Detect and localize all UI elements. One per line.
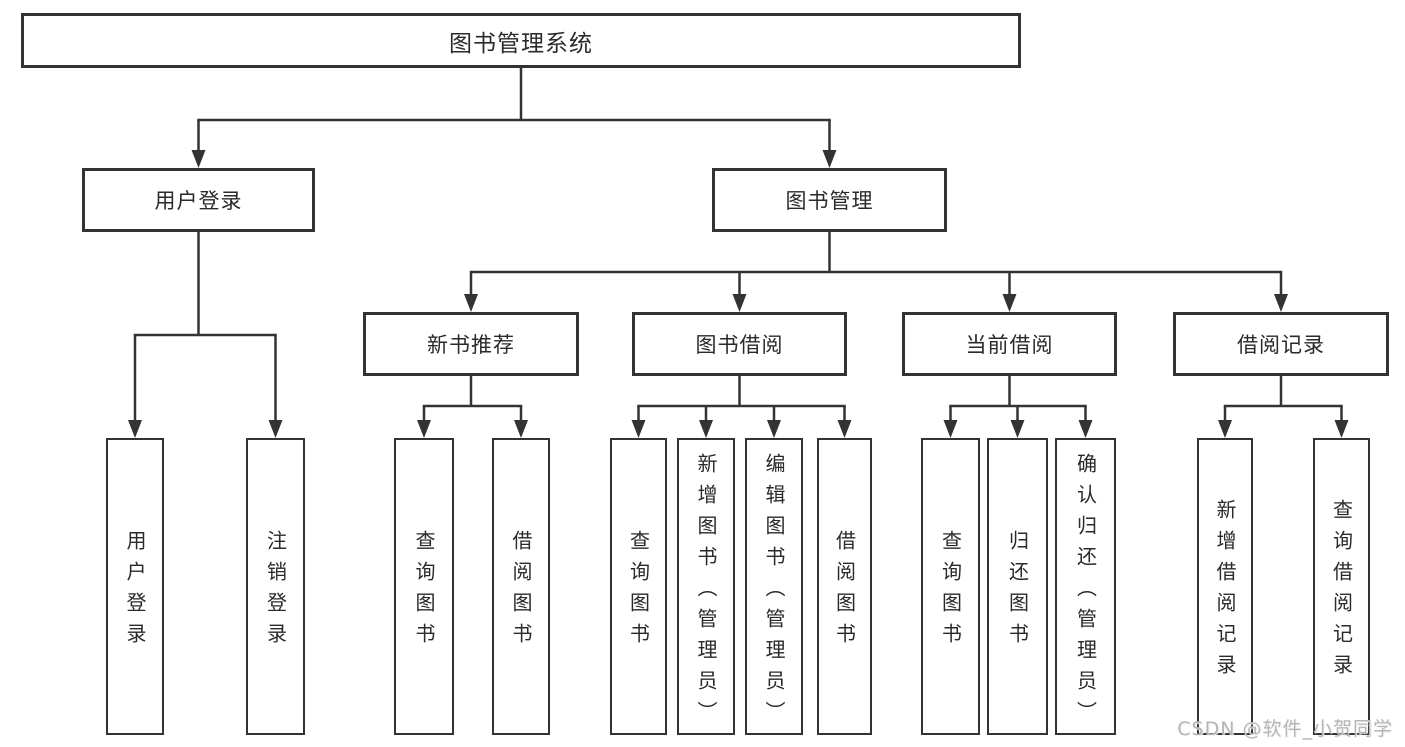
node-leaf-user-login-label: 用户登录 (123, 530, 147, 654)
node-borrowing-records: 借阅记录 (1173, 312, 1389, 376)
node-leaf-return-books: 归还图书 (987, 438, 1048, 735)
node-leaf-add-borrow-record: 新增借阅记录 (1197, 438, 1253, 735)
node-leaf-borrow-books-borrowing-label: 借阅图书 (832, 530, 857, 654)
node-leaf-edit-books-admin: 编辑图书（管理员） (745, 438, 803, 735)
node-new-book-recommend-label: 新书推荐 (427, 333, 515, 357)
node-leaf-add-books-admin-label: 新增图书（管理员） (694, 452, 718, 732)
node-user-login-label: 用户登录 (154, 189, 243, 213)
node-leaf-confirm-return-admin-label: 确认归还（管理员） (1073, 452, 1098, 732)
node-leaf-borrow-books-borrowing: 借阅图书 (817, 438, 872, 735)
node-borrowing-records-label: 借阅记录 (1237, 333, 1325, 357)
node-leaf-logout-label: 注销登录 (263, 530, 288, 654)
node-leaf-borrow-books-recommend: 借阅图书 (492, 438, 550, 735)
node-leaf-add-books-admin: 新增图书（管理员） (677, 438, 735, 735)
node-leaf-user-login: 用户登录 (106, 438, 164, 735)
node-leaf-borrow-books-recommend-label: 借阅图书 (509, 530, 533, 654)
node-leaf-query-books-current: 查询图书 (921, 438, 980, 735)
node-new-book-recommend: 新书推荐 (363, 312, 579, 376)
node-leaf-query-borrow-record-label: 查询借阅记录 (1329, 499, 1354, 685)
node-leaf-query-borrow-record: 查询借阅记录 (1313, 438, 1370, 735)
node-leaf-query-books-borrowing: 查询图书 (610, 438, 667, 735)
node-root-label: 图书管理系统 (449, 30, 593, 57)
node-book-management-label: 图书管理 (785, 189, 874, 213)
node-current-borrowing: 当前借阅 (902, 312, 1117, 376)
node-current-borrowing-label: 当前借阅 (965, 333, 1054, 357)
node-leaf-query-books-borrowing-label: 查询图书 (626, 530, 651, 654)
node-book-borrowing: 图书借阅 (632, 312, 847, 376)
node-book-management: 图书管理 (712, 168, 947, 232)
watermark: CSDN @软件_小贺同学 (1177, 718, 1393, 740)
node-user-login: 用户登录 (82, 168, 315, 232)
node-leaf-query-books-recommend-label: 查询图书 (412, 530, 436, 654)
node-leaf-query-books-current-label: 查询图书 (938, 530, 963, 654)
node-book-borrowing-label: 图书借阅 (695, 333, 784, 357)
node-root: 图书管理系统 (21, 13, 1021, 68)
node-leaf-return-books-label: 归还图书 (1005, 530, 1030, 654)
node-leaf-confirm-return-admin: 确认归还（管理员） (1055, 438, 1116, 735)
node-leaf-edit-books-admin-label: 编辑图书（管理员） (762, 452, 786, 732)
node-leaf-query-books-recommend: 查询图书 (394, 438, 454, 735)
node-leaf-add-borrow-record-label: 新增借阅记录 (1213, 499, 1237, 685)
node-leaf-logout: 注销登录 (246, 438, 305, 735)
